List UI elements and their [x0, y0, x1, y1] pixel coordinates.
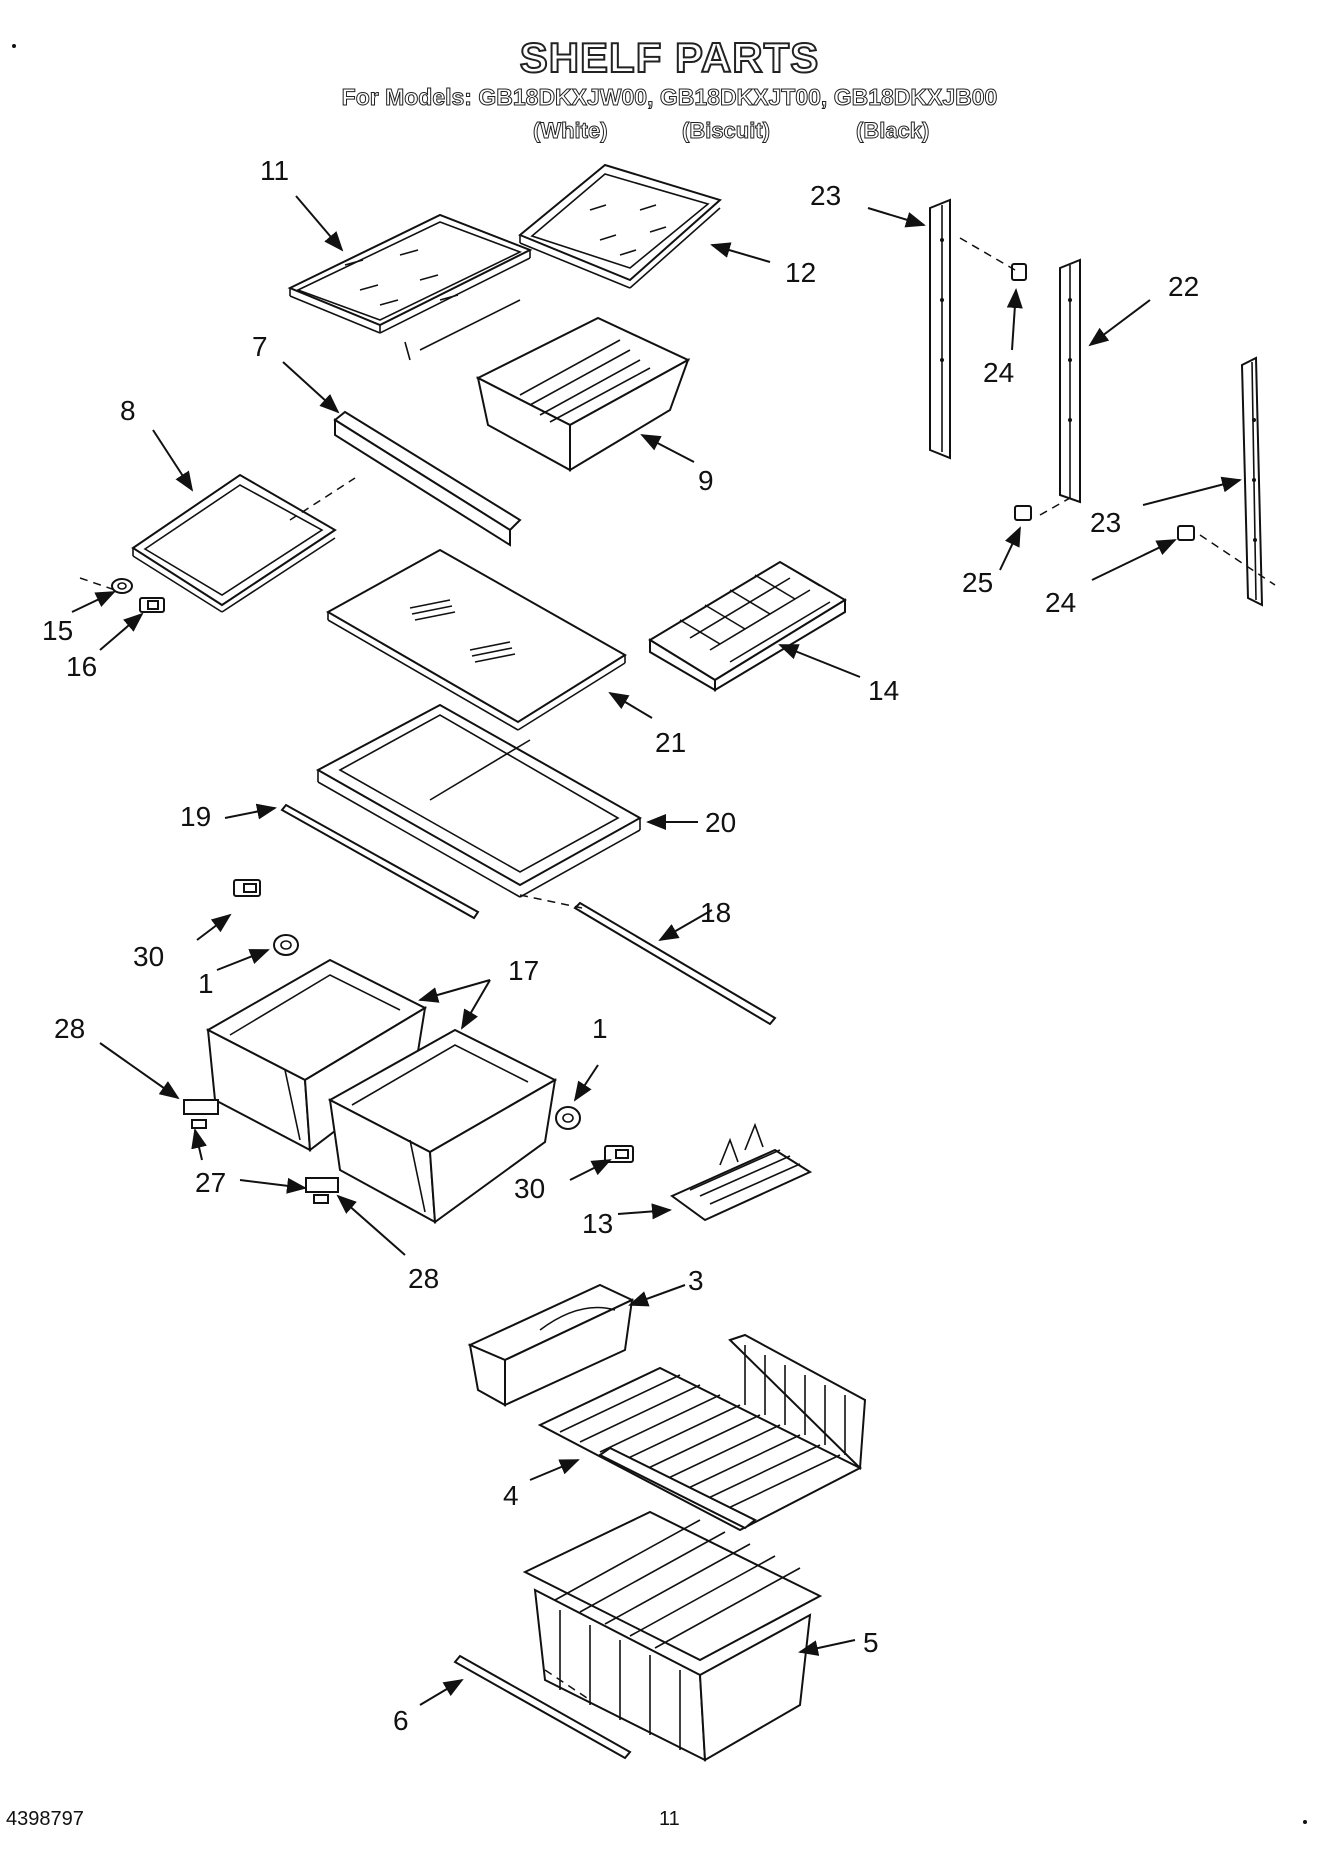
- model-list: For Models: GB18DKXJW00, GB18DKXJT00, GB…: [341, 84, 998, 111]
- part-23-rail: [1240, 356, 1264, 607]
- part-22-rail: [1059, 258, 1081, 504]
- callout-30: 30: [133, 941, 164, 972]
- callout-1: 1: [592, 1013, 608, 1044]
- part-24-screw: [1011, 263, 1027, 281]
- callout-14: 14: [868, 675, 899, 706]
- callout-20: 20: [705, 807, 736, 838]
- part-30-screw: [604, 1145, 634, 1163]
- callout-28: 28: [54, 1013, 85, 1044]
- alignment-lines: [79, 237, 1276, 1701]
- page-number: 11: [659, 1808, 680, 1830]
- part-11-shelf: [287, 213, 533, 361]
- callout-labels: 11 12 23 22 24 7 8 9 23 25 24 15 16 14 2…: [42, 155, 1199, 1736]
- part-12-shelf: [518, 163, 722, 289]
- part-5-basket: [522, 1510, 823, 1762]
- callout-24: 24: [983, 357, 1014, 388]
- callout-6: 6: [393, 1705, 409, 1736]
- callout-13: 13: [582, 1208, 613, 1239]
- speck-mark: [1303, 1820, 1307, 1824]
- callout-27: 27: [195, 1167, 226, 1198]
- callout-12: 12: [785, 257, 816, 288]
- callout-17: 17: [508, 955, 539, 986]
- callout-19: 19: [180, 801, 211, 832]
- part-27-clip: [313, 1194, 329, 1204]
- color-black-label: (Black): [855, 118, 930, 144]
- callout-16: 16: [66, 651, 97, 682]
- callout-18: 18: [700, 897, 731, 928]
- callout-23: 23: [1090, 507, 1121, 538]
- callout-30: 30: [514, 1173, 545, 1204]
- callout-4: 4: [503, 1480, 519, 1511]
- part-15-washer: [111, 578, 133, 594]
- callout-28: 28: [408, 1263, 439, 1294]
- callout-15: 15: [42, 615, 73, 646]
- color-biscuit-label: (Biscuit): [682, 118, 771, 144]
- leader-arrows: [71, 195, 1242, 1706]
- part-8-shelf: [131, 473, 337, 613]
- color-white-label: (White): [533, 118, 609, 144]
- page-title: SHELF PARTS: [519, 33, 820, 82]
- speck-mark: [12, 44, 16, 48]
- part-4-wire-shelf: [537, 1333, 867, 1532]
- part-7-bar: [333, 410, 522, 547]
- part-21-glass-panel: [325, 548, 627, 731]
- callout-1: 1: [198, 968, 214, 999]
- callout-21: 21: [655, 727, 686, 758]
- part-1-grommet: [555, 1106, 581, 1130]
- part-9-pan: [475, 316, 691, 472]
- callout-24: 24: [1045, 587, 1076, 618]
- part-16-screw: [139, 597, 165, 613]
- callout-9: 9: [698, 465, 714, 496]
- callout-22: 22: [1168, 271, 1199, 302]
- part-28-clip: [305, 1177, 339, 1193]
- document-number: 4398797: [6, 1808, 84, 1830]
- callout-11: 11: [260, 155, 289, 186]
- part-19-rod: [280, 803, 480, 920]
- part-28-clip: [183, 1099, 219, 1115]
- part-18-rod: [573, 901, 777, 1026]
- callout-7: 7: [252, 331, 268, 362]
- callout-5: 5: [863, 1627, 879, 1658]
- callout-3: 3: [688, 1265, 704, 1296]
- callout-25: 25: [962, 567, 993, 598]
- part-24-screw: [1177, 525, 1195, 541]
- part-20-frame: [315, 703, 643, 898]
- part-13-rack: [670, 1122, 813, 1222]
- part-23-rail: [929, 198, 951, 460]
- part-25-screw: [1014, 505, 1032, 521]
- part-27-clip: [191, 1119, 207, 1129]
- part-6-rod: [453, 1654, 632, 1760]
- callout-23: 23: [810, 180, 841, 211]
- part-30-screw: [233, 879, 261, 897]
- part-1-grommet: [273, 934, 299, 956]
- callout-8: 8: [120, 395, 136, 426]
- part-14-ice-tray: [648, 560, 847, 692]
- part-3-bin: [467, 1283, 635, 1407]
- part-17-drawer-right: [327, 1028, 558, 1224]
